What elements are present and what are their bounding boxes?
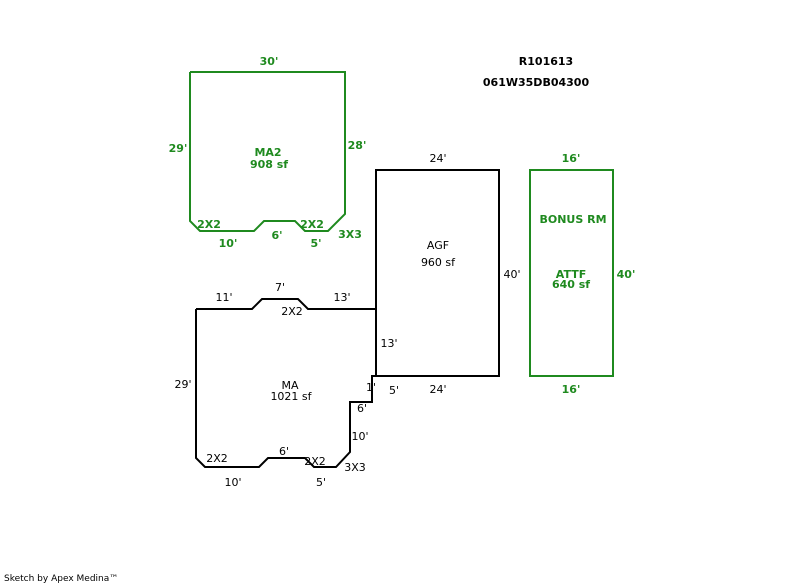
ma-top-bump-size: 2X2 [281,305,303,318]
ma-corner: 3X3 [344,461,366,474]
ma-area: 1021 sf [270,390,312,403]
ma-step-5: 5' [389,384,399,397]
ma2-bottom-right-dim: 5' [310,237,321,250]
sketch-credit: Sketch by Apex Medina™ [4,574,119,584]
ma-top-bump-dim: 7' [275,281,285,294]
ma-bottom-right-dim: 5' [316,476,326,489]
ma2-area: 908 sf [250,158,288,171]
ma-top-right-dim: 13' [333,291,350,304]
attf-area: 640 sf [552,278,590,291]
attf-label: BONUS RM [539,213,606,226]
ma-step-6: 6' [357,402,367,415]
ma-bottom-mid-dim: 6' [279,445,289,458]
ma2-bump-right: 2X2 [300,218,324,231]
ma-bump-right: 2X2 [304,455,326,468]
agf-top-dim: 24' [429,152,446,165]
ma-step-1: 1' [366,381,376,394]
agf-name: AGF [427,239,449,252]
agf-outline [375,169,500,377]
ma-bottom-left-dim: 10' [224,476,241,489]
ma2-bottom-mid-dim: 6' [271,229,282,242]
ma-bump-left: 2X2 [206,452,228,465]
account-number: R101613 [519,55,573,68]
ma2-outline [189,71,346,232]
ma-step-10: 10' [351,430,368,443]
attf-name: ATTF [556,268,586,281]
map-number: 061W35DB04300 [483,76,590,89]
ma2-right-dim: 28' [348,139,367,152]
ma2-top-dim: 30' [260,55,279,68]
ma2-name: MA2 [254,146,281,159]
attf-bottom-dim: 16' [562,383,581,396]
ma2-left-dim: 29' [169,142,188,155]
attf-right-dim: 40' [617,268,636,281]
ma-top-left-dim: 11' [215,291,232,304]
agf-area: 960 sf [421,256,456,269]
ma2-bottom-left-dim: 10' [219,237,238,250]
attf-outline [529,169,614,377]
ma-outline [195,298,377,468]
attf-top-dim: 16' [562,152,581,165]
ma-left-dim: 29' [174,378,191,391]
ma2-corner: 3X3 [338,228,362,241]
ma2-bump-left: 2X2 [197,218,221,231]
ma-name: MA [281,379,298,392]
agf-bottom-dim: 24' [429,383,446,396]
agf-left-dim: 13' [380,337,397,350]
agf-right-dim: 40' [503,268,520,281]
